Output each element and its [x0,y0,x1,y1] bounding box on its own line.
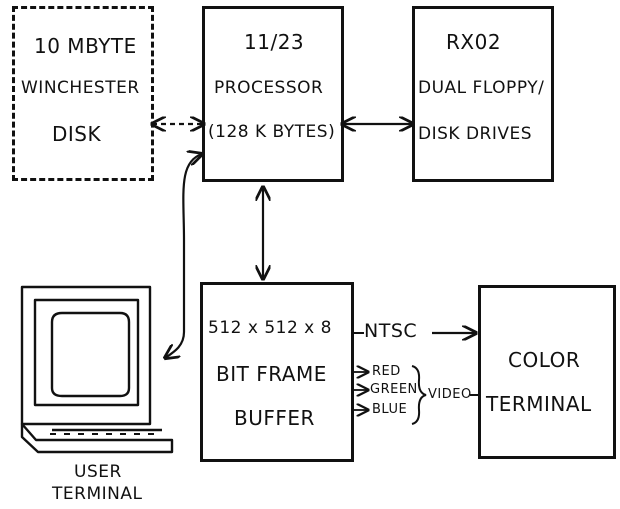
user-terminal-line1: USER [74,464,122,481]
processor-line1: 11/23 [244,32,304,52]
user-terminal-line2: TERMINAL [52,486,142,503]
floppy-line2: DUAL FLOPPY/ [418,80,544,97]
frame-buffer-line2: BIT FRAME [216,364,327,384]
video-label: VIDEO [428,388,472,401]
ntsc-label: NTSC [364,322,417,341]
processor-line2: PROCESSOR [214,80,323,97]
winchester-line2: WINCHESTER [21,80,140,97]
blue-label: BLUE [372,403,407,416]
color-terminal-line1: COLOR [508,350,580,370]
floppy-line3: DISK DRIVES [418,126,532,143]
user-terminal-icon [22,287,172,452]
processor-line3: (128 K BYTES) [208,124,335,141]
frame-buffer-line3: BUFFER [234,408,315,428]
floppy-line1: RX02 [446,32,501,52]
green-label: GREEN [370,383,418,396]
red-label: RED [372,365,401,378]
processor-user-terminal-arrow [165,154,202,358]
winchester-line3: DISK [52,124,101,144]
color-terminal-box [478,285,616,459]
winchester-line1: 10 MBYTE [34,36,137,56]
color-terminal-line2: TERMINAL [486,394,592,414]
frame-buffer-line1: 512 x 512 x 8 [208,320,332,337]
